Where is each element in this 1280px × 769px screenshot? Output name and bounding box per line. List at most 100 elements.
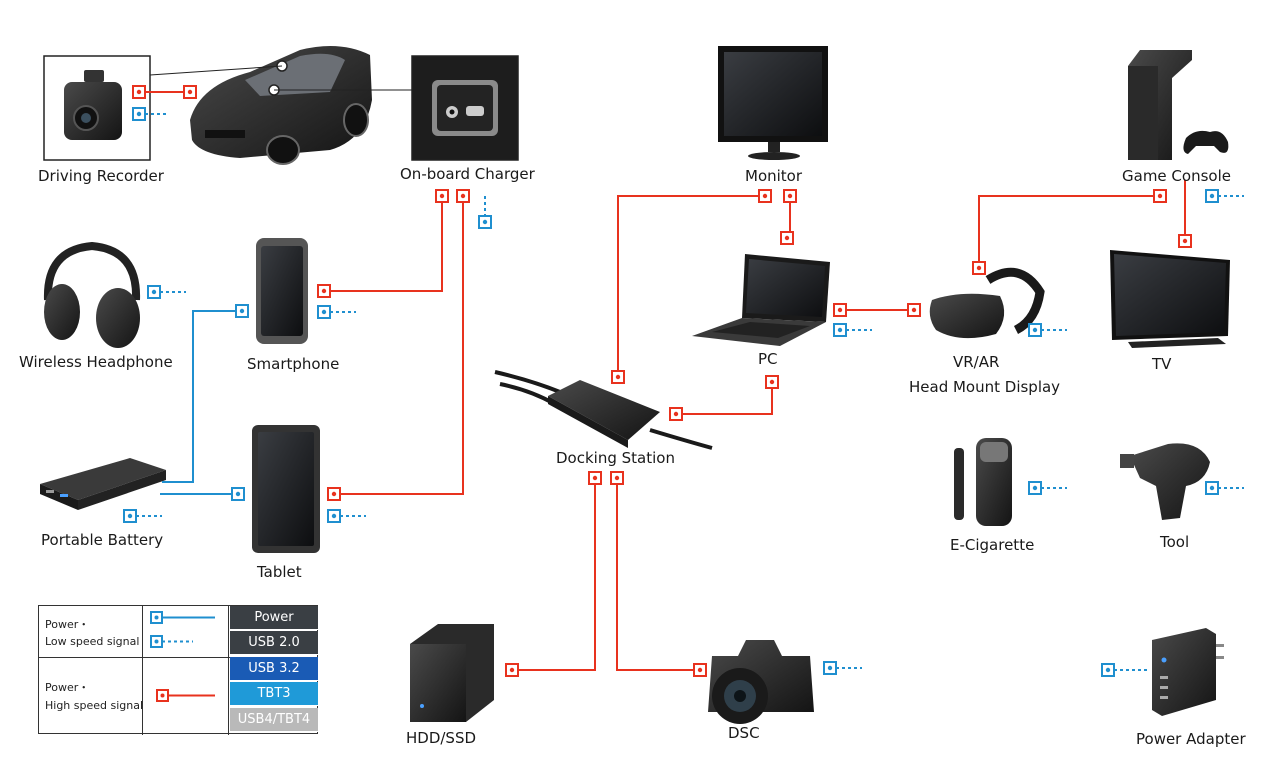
legend-chip-4: USB4/TBT4 [230,707,318,732]
line-dock-dsc [616,484,694,671]
port-tablet-blue [327,509,341,523]
legend-row-low-speed-label-cell: Power・ Low speed signal [39,606,143,657]
legend-row-high-speed-symbol-cell [143,658,229,735]
port-hdd-red [505,663,519,677]
port-recorder-red [132,85,146,99]
port-smartphone-red [317,284,331,298]
port-monitor-red-1 [758,189,772,203]
legend-row-high-speed: Power・ High speed signal [39,658,317,735]
label-monitor: Monitor [745,167,803,185]
port-monitor-red-2 [783,189,797,203]
port-vr-top [972,261,986,275]
port-recorder-blue [132,107,146,121]
label-power-adapter: Power Adapter [1136,730,1246,748]
line-pc-dock [682,388,773,415]
line-battery-smartphone [162,310,236,483]
label-tv: TV [1152,355,1172,373]
legend-chip-3: TBT3 [230,682,318,707]
tablet-device [252,425,320,553]
port-console-blue [1205,189,1219,203]
port-charger-red-2 [456,189,470,203]
legend-chip-2: USB 3.2 [230,656,318,681]
label-tablet: Tablet [257,563,302,581]
port-pc-right [833,303,847,317]
label-tool: Tool [1160,533,1190,551]
label-game-console: Game Console [1122,167,1231,185]
legend-low-speed-symbols [150,611,215,648]
port-car-red [183,85,197,99]
legend-chip-1: USB 2.0 [230,631,318,656]
onboard-charger-device [411,55,519,161]
port-smartphone-in-blue [235,304,249,318]
label-hdd-ssd: HDD/SSD [406,729,477,747]
tv-device [1110,250,1230,348]
connection-lines [136,91,1244,671]
portable-battery-device [40,458,166,510]
legend-high-line2: High speed signal [45,699,144,712]
label-pc: PC [758,350,778,368]
port-tablet-in-blue [231,487,245,501]
label-e-cigarette: E-Cigarette [950,536,1035,554]
power-adapter-device [1152,628,1224,716]
legend-low-line1: Power・ [45,618,90,631]
label-head-mount-display: Head Mount Display [909,378,1061,396]
line-dock-hdd [518,484,596,671]
label-onboard-charger: On-board Charger [400,165,535,183]
legend-table: Power・ Low speed signal Power・ High spee… [38,605,318,735]
pc-device [692,254,830,346]
legend-row-low-speed-symbol-cell [143,606,229,657]
label-driving-recorder: Driving Recorder [38,167,164,185]
port-battery-blue [123,509,137,523]
port-pc-blue [833,323,847,337]
legend-chip-0: Power [230,606,318,630]
legend-row-high-speed-label-cell: Power・ High speed signal [39,658,143,735]
label-docking-station: Docking Station [556,449,675,467]
port-console-red [1153,189,1167,203]
label-portable-battery: Portable Battery [41,531,164,549]
port-headphone-blue [147,285,161,299]
label-smartphone: Smartphone [247,355,340,373]
line-monitor-dock [617,195,759,371]
port-dock-bottom-2 [610,471,624,485]
port-vr-blue [1028,323,1042,337]
hdd-ssd-device [410,624,494,722]
port-dsc-red [693,663,707,677]
e-cigarette-device [954,438,1012,526]
port-pc-bottom [765,375,779,389]
port-dsc-blue [823,661,837,675]
port-dock-bottom-1 [588,471,602,485]
game-console-device [1128,50,1229,160]
legend-high-speed-symbols [156,689,215,702]
label-dsc: DSC [728,724,760,742]
legend-row-low-speed: Power・ Low speed signal [39,606,317,658]
port-pc-top [780,231,794,245]
dsc-camera-device [708,640,814,724]
docking-station-device [494,370,713,450]
vr-headset-device [929,267,1045,339]
label-wireless-headphone: Wireless Headphone [19,353,173,371]
car-image [149,46,412,165]
line-charger-tablet [340,202,464,495]
smartphone-device [256,238,308,344]
port-tablet-red [327,487,341,501]
legend-low-line2: Low speed signal [45,635,140,648]
monitor-device [718,46,828,160]
port-vr-left [907,303,921,317]
port-charger-blue [478,215,492,229]
line-console-vr [978,195,1154,262]
port-smartphone-blue [317,305,331,319]
label-vr-ar: VR/AR [953,353,1000,371]
port-charger-red-1 [435,189,449,203]
port-adapter-blue [1101,663,1115,677]
port-ecig-blue [1028,481,1042,495]
tool-device [1120,443,1210,520]
port-tv-top [1178,234,1192,248]
ports [123,85,1219,677]
port-tool-blue [1205,481,1219,495]
line-charger-smartphone [330,202,443,292]
wireless-headphone-device [43,241,141,348]
legend-high-line1: Power・ [45,681,90,694]
port-dock-top [611,370,625,384]
port-dock-right [669,407,683,421]
